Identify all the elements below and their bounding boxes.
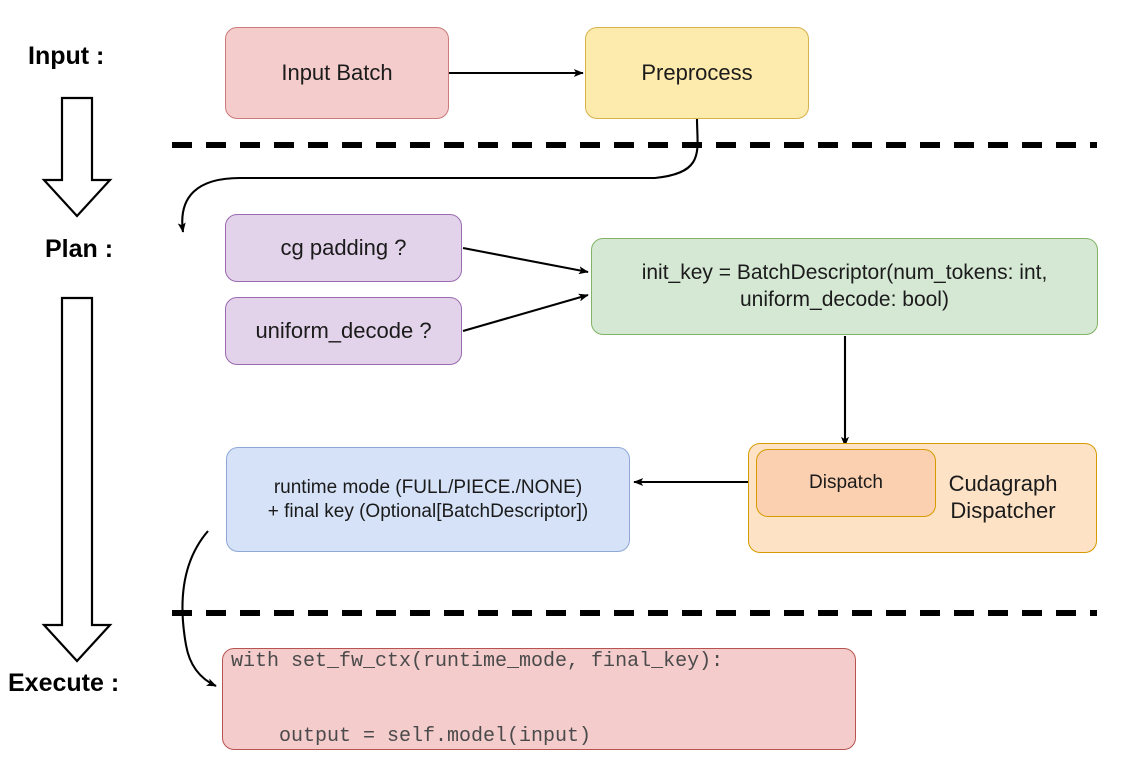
stage-label-execute: Execute :	[8, 669, 120, 697]
node-dispatch-label: Dispatch	[809, 472, 883, 494]
node-input-batch-label: Input Batch	[281, 60, 393, 86]
stage-label-plan: Plan :	[45, 235, 114, 263]
edge-cg-padding-to-init-key	[462, 246, 589, 275]
node-code-block-line1: with set_fw_ctx(runtime_mode, final_key)…	[231, 650, 724, 673]
node-init-key-line2: uniform_decode: bool)	[740, 287, 949, 311]
edge-uniform-decode-to-init-key	[462, 293, 589, 333]
edge-runtime-mode-to-code-block	[181, 530, 217, 687]
node-runtime-mode[interactable]: runtime mode (FULL/PIECE./NONE) + final …	[226, 447, 630, 552]
node-preprocess[interactable]: Preprocess	[585, 27, 809, 119]
node-init-key-line1: init_key = BatchDescriptor(num_tokens: i…	[641, 261, 1048, 285]
node-input-batch[interactable]: Input Batch	[225, 27, 449, 119]
node-uniform-decode[interactable]: uniform_decode ?	[225, 297, 462, 365]
node-preprocess-label: Preprocess	[641, 60, 753, 86]
node-code-block[interactable]: with set_fw_ctx(runtime_mode, final_key)…	[222, 648, 856, 750]
input-to-plan-arrow	[41, 96, 113, 218]
node-cudagraph-dispatcher-line2: Dispatcher	[950, 498, 1056, 523]
node-runtime-mode-line2: + final key (Optional[BatchDescriptor])	[267, 500, 589, 522]
node-cudagraph-dispatcher-line1: Cudagraph	[948, 471, 1058, 497]
node-dispatch[interactable]: Dispatch	[756, 449, 936, 517]
node-cg-padding[interactable]: cg padding ?	[225, 214, 462, 282]
node-uniform-decode-label: uniform_decode ?	[255, 318, 432, 344]
node-code-block-line2: output = self.model(input)	[231, 725, 592, 748]
node-init-key[interactable]: init_key = BatchDescriptor(num_tokens: i…	[591, 238, 1098, 335]
stage-label-input: Input :	[28, 42, 105, 70]
plan-to-execute-arrow	[41, 296, 113, 663]
node-cudagraph-dispatcher-label: Cudagraph Dispatcher	[928, 471, 1078, 525]
node-runtime-mode-line1: runtime mode (FULL/PIECE./NONE)	[273, 476, 583, 498]
node-cg-padding-label: cg padding ?	[280, 235, 407, 261]
